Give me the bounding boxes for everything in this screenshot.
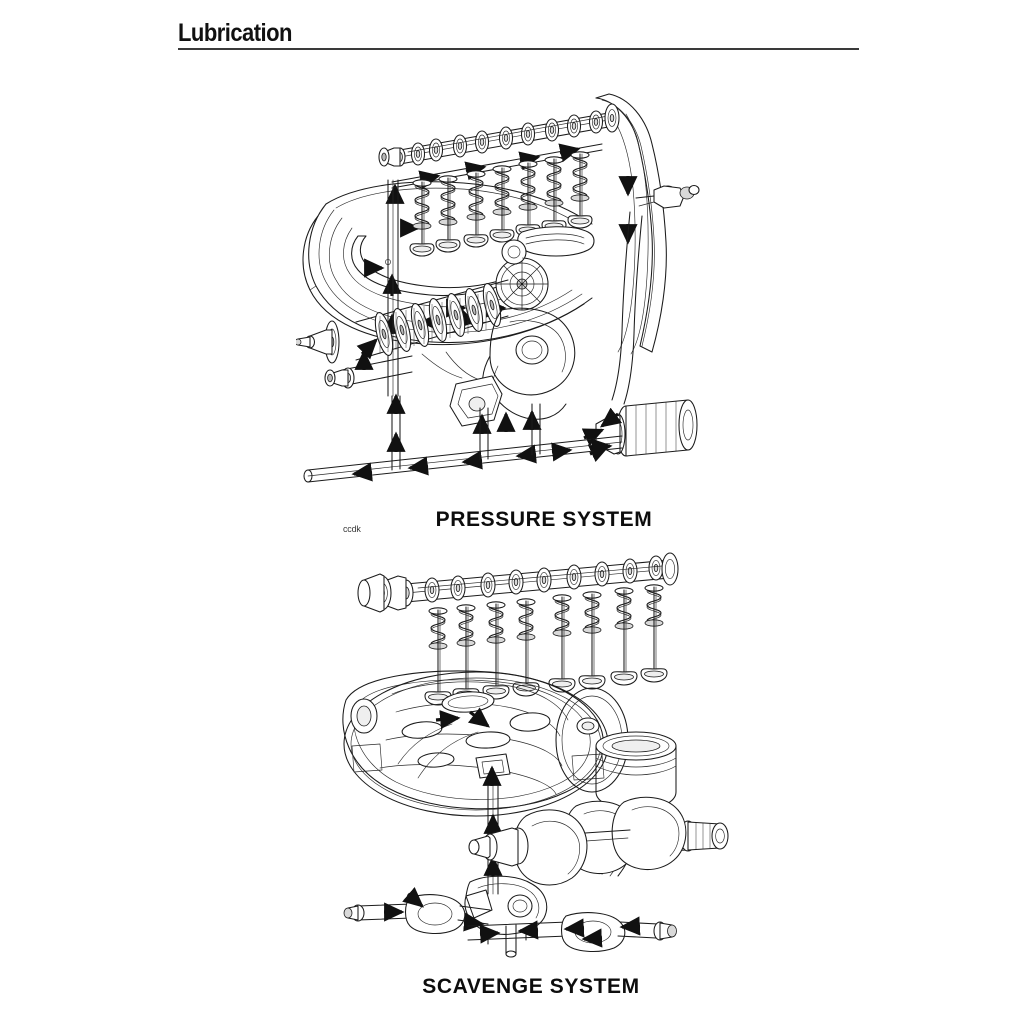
valve-train xyxy=(424,584,668,706)
oil-flow-arrow xyxy=(384,887,485,932)
oil-pump xyxy=(449,307,576,434)
oil-flow-arrow xyxy=(351,438,613,482)
header-divider xyxy=(178,48,859,50)
figure-pressure-system xyxy=(296,84,716,490)
pickup-pipe-front xyxy=(343,887,491,935)
camshaft xyxy=(378,103,620,167)
sump-pickup-boss xyxy=(475,753,511,786)
figure-caption-scavenge-system: SCAVENGE SYSTEM xyxy=(422,975,640,998)
scavenge-pump xyxy=(464,875,548,945)
crankcase-wall xyxy=(595,93,700,405)
timing-gear-train xyxy=(495,239,549,311)
crankshaft xyxy=(468,796,729,886)
figure-scavenge-system xyxy=(340,534,740,962)
pickup-pipe-rear xyxy=(467,912,677,958)
page-title: Lubrication xyxy=(178,19,292,47)
oil-flow-arrow xyxy=(479,916,641,948)
oil-pressure-fitting xyxy=(635,184,700,209)
piston-crown xyxy=(517,226,595,257)
figure-caption-pressure-system: PRESSURE SYSTEM xyxy=(435,508,653,531)
gearbox-shafts xyxy=(296,279,509,389)
oil-flow-arrow xyxy=(435,707,491,730)
oil-flow-arrow xyxy=(354,338,378,370)
figure-micro-label: ccdk xyxy=(343,524,361,534)
camshaft xyxy=(357,552,679,613)
main-oil-gallery xyxy=(303,393,623,483)
